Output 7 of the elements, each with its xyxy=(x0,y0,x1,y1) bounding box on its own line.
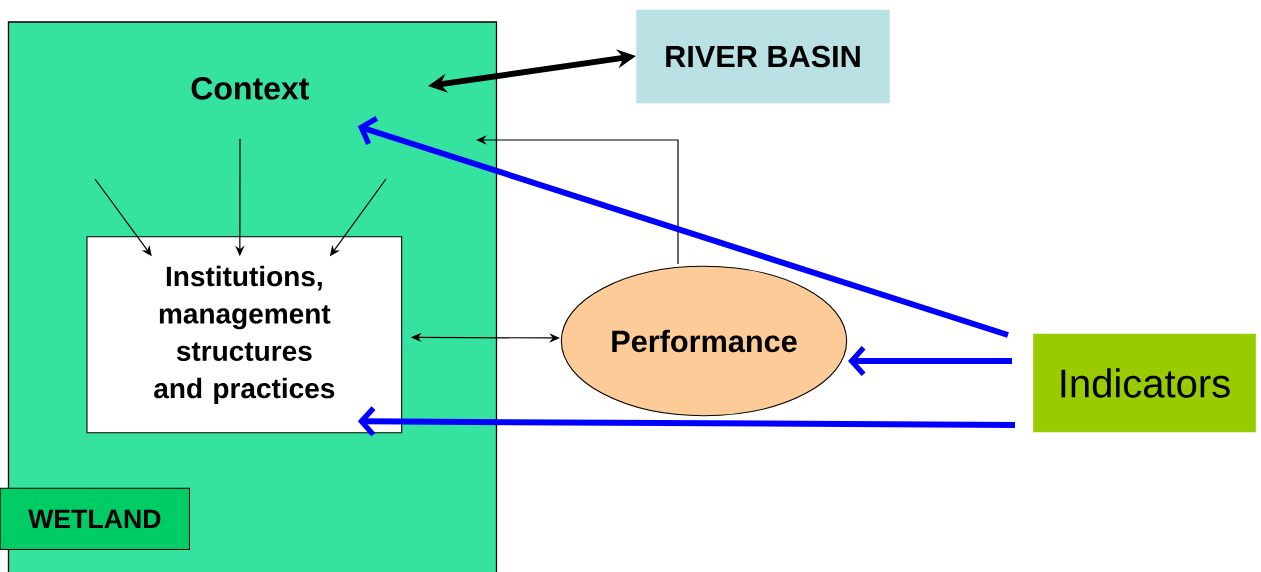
region-box: RIVER BASIN xyxy=(636,9,890,104)
arrow xyxy=(357,406,1016,437)
label-box: WETLAND xyxy=(0,487,191,551)
indicators-box: Indicators xyxy=(1033,333,1256,433)
arrow xyxy=(357,116,1009,338)
context-label: Context xyxy=(191,77,309,100)
process-box: Institutions, management structures and practices xyxy=(86,236,403,434)
